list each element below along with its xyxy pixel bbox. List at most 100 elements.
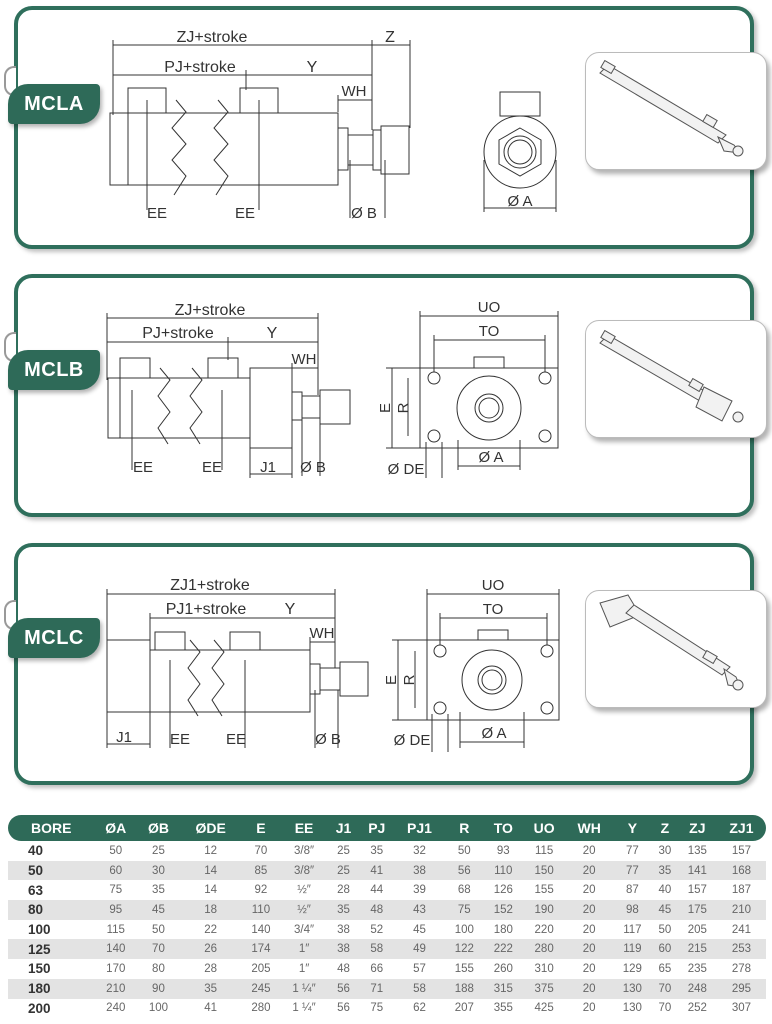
column-header: EE: [280, 815, 328, 841]
table-cell: 253: [716, 939, 766, 960]
dim-label-e: E: [377, 403, 394, 413]
table-cell: 93: [496, 844, 510, 857]
table-cell: 20: [582, 844, 596, 857]
dim-label-y: Y: [307, 59, 318, 76]
dim-label-ee: EE: [170, 731, 190, 748]
table-cell: 75: [370, 1002, 384, 1015]
table-cell: 110: [241, 900, 281, 920]
cylinder-illustration: [599, 594, 744, 691]
table-cell: 60: [94, 860, 138, 881]
cylinder-illustration: [599, 59, 744, 157]
table-cell: 3/8″: [280, 860, 328, 881]
table-cell: 278: [731, 962, 752, 975]
mclc-product-image: [585, 590, 767, 708]
table-cell: 20: [582, 884, 596, 897]
table-cell: 187: [731, 884, 752, 897]
table-cell: 20: [582, 1002, 596, 1015]
dim-label-de: Ø DE: [388, 461, 425, 478]
column-header: ØA: [94, 815, 138, 841]
column-header: WH: [565, 815, 613, 841]
dim-label-pj-stroke: PJ+stroke: [164, 59, 236, 76]
dim-label-to: TO: [479, 323, 500, 340]
table-cell: 157: [731, 844, 752, 857]
table-cell: 14: [204, 884, 217, 897]
table-cell: 188: [444, 978, 484, 999]
model-tag-mclc: MCLC: [8, 618, 100, 658]
mcla-product-image: [585, 52, 767, 170]
table-cell: 35: [327, 900, 360, 920]
dim-label-ee: EE: [202, 459, 222, 476]
table-cell: 152: [483, 900, 523, 920]
table-cell: 140: [94, 939, 138, 960]
table-cell: 157: [687, 884, 707, 897]
dim-label-j1: J1: [116, 729, 132, 746]
dim-label-zj-stroke: ZJ+stroke: [175, 302, 246, 319]
table-cell: 52: [370, 923, 384, 936]
table-cell: 110: [483, 860, 523, 881]
table-cell: 85: [241, 860, 281, 881]
table-cell: 190: [522, 900, 566, 920]
dim-label-pj-stroke: PJ+stroke: [142, 325, 214, 342]
table-cell: 425: [534, 1002, 554, 1015]
table-cell: 35: [152, 884, 165, 897]
bore-cell: 200: [28, 1000, 51, 1016]
table-cell: 207: [454, 1002, 474, 1015]
table-cell: 48: [337, 962, 350, 975]
dim-label-ee: EE: [133, 459, 153, 476]
table-cell: 56: [337, 1002, 350, 1015]
table-cell: 30: [658, 844, 672, 857]
table-cell: 307: [731, 1002, 752, 1015]
table-cell: 58: [394, 978, 445, 999]
column-header: E: [241, 815, 281, 841]
table-cell: 130: [612, 978, 652, 999]
table-cell: 20: [582, 962, 596, 975]
table-cell: 87: [625, 884, 639, 897]
table-cell: 57: [413, 962, 426, 975]
table-cell: 70: [137, 939, 180, 960]
table-cell: 130: [622, 1002, 642, 1015]
table-cell: 25: [152, 844, 165, 857]
table-cell: 155: [454, 962, 474, 975]
table-cell: 375: [522, 978, 566, 999]
table-cell: 150: [522, 860, 566, 881]
table-cell: 235: [687, 962, 707, 975]
table-cell: 58: [359, 939, 395, 960]
table-cell: 70: [254, 844, 268, 857]
table-cell: 355: [493, 1002, 513, 1015]
table-cell: 70: [651, 978, 678, 999]
table-cell: 39: [413, 884, 426, 897]
dim-label-to: TO: [483, 601, 504, 618]
table-cell: 20: [565, 978, 613, 999]
table-cell: 3/8″: [294, 844, 315, 857]
table-cell: 3/4″: [294, 923, 315, 936]
table-cell: 245: [241, 978, 281, 999]
table-cell: 45: [413, 923, 426, 936]
table-cell: 1 ¼″: [292, 1002, 316, 1015]
table-cell: 100: [454, 923, 474, 936]
table-cell: 50: [152, 923, 165, 936]
dim-label-a: Ø A: [478, 449, 503, 466]
table-cell: 155: [534, 884, 554, 897]
table-cell: 41: [359, 860, 395, 881]
table-cell: 98: [612, 900, 652, 920]
table-cell: 310: [534, 962, 554, 975]
table-cell: 115: [106, 923, 125, 936]
table-cell: 260: [493, 962, 513, 975]
table-cell: 28: [337, 884, 350, 897]
table-cell: 90: [137, 978, 180, 999]
dim-label-wh: WH: [342, 83, 367, 100]
dim-label-zj1-stroke: ZJ1+stroke: [170, 577, 250, 594]
column-header: ZJ: [677, 815, 717, 841]
mclb-product-image: [585, 320, 767, 438]
dim-label-b: Ø B: [315, 731, 341, 748]
table-cell: 210: [94, 978, 138, 999]
dim-label-r: R: [395, 402, 412, 413]
table-cell: 77: [612, 860, 652, 881]
